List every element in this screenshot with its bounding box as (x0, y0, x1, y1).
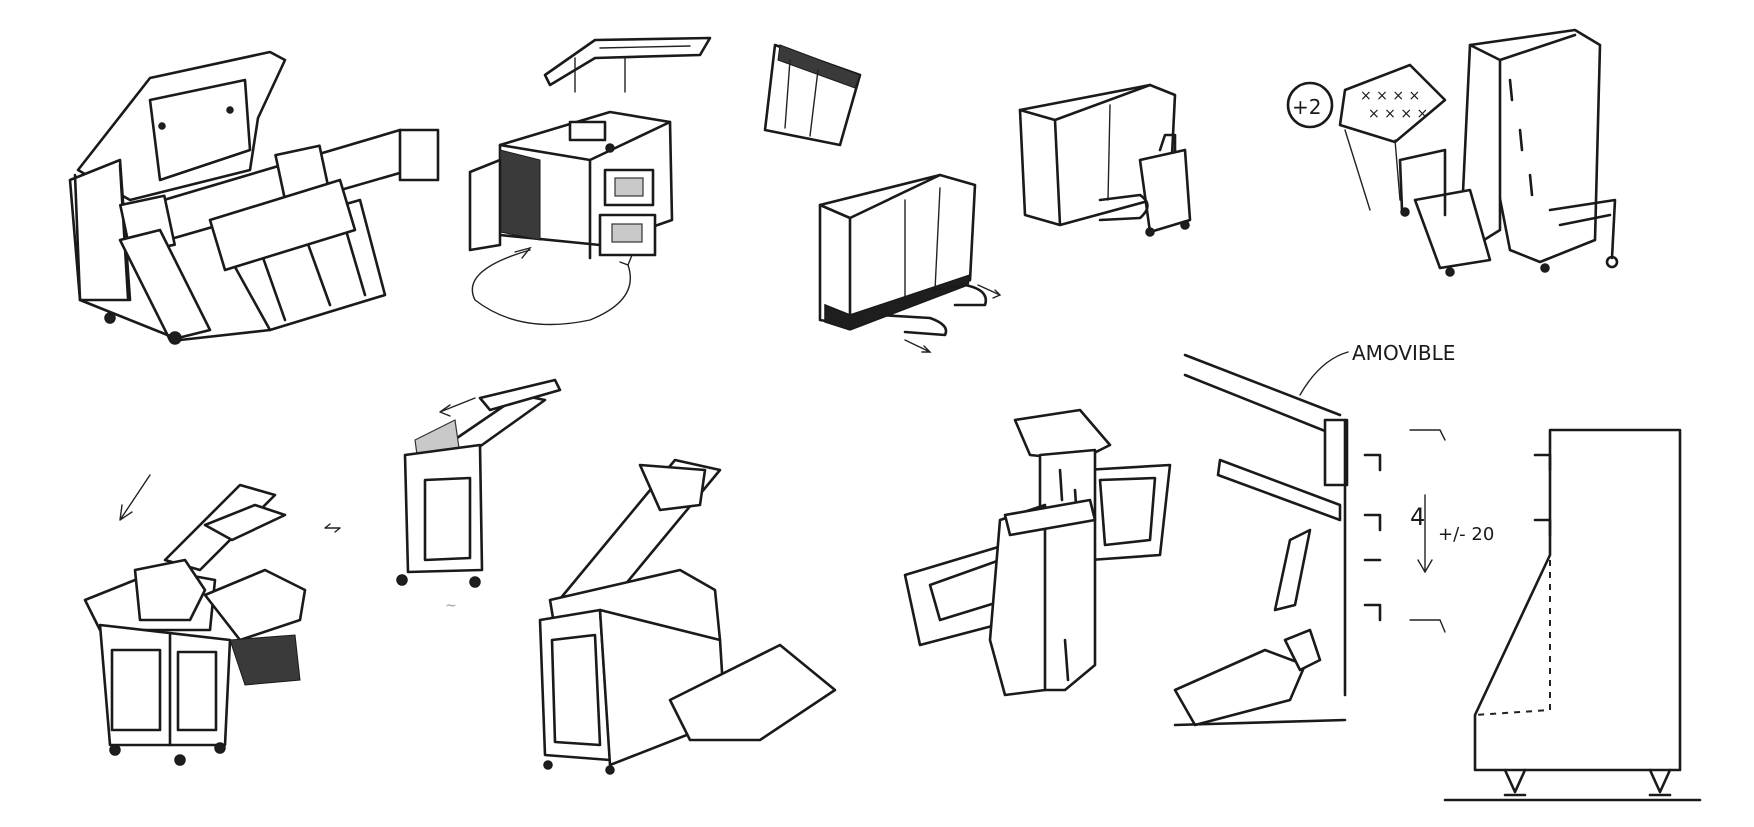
label-plus-minus-20: +/- 20 (1438, 524, 1494, 545)
sketch-arcade-cabinet-control-bar (68, 50, 440, 345)
sketch-column-seat (903, 408, 1172, 697)
svg-text:× × × ×: × × × × (1368, 106, 1428, 122)
sketch-console-pedals (818, 173, 1002, 353)
sketch-rotating-cabinet (468, 36, 712, 326)
sketch-stand-with-arm: ~ (396, 378, 562, 614)
sketch-removable-bar-detail: AMOVIBLE 4 +/- 20 (1173, 341, 1494, 727)
label-amovible: AMOVIBLE (1352, 341, 1455, 365)
sketch-pedestal-desk (83, 474, 341, 766)
svg-text:~: ~ (445, 598, 457, 614)
sketch-tilted-cabinet-platform (538, 458, 837, 775)
sketch-side-elevation (1443, 428, 1702, 802)
sketch-racing-seat: +2 × × × × × × × × (1286, 28, 1619, 277)
label-plus-two: +2 (1292, 95, 1321, 119)
label-four: 4 (1410, 503, 1425, 531)
sketch-cabinet-small-console (1018, 83, 1192, 237)
sketch-screen-panel (763, 43, 862, 147)
keyboard-marks: × × × × (1360, 88, 1420, 104)
